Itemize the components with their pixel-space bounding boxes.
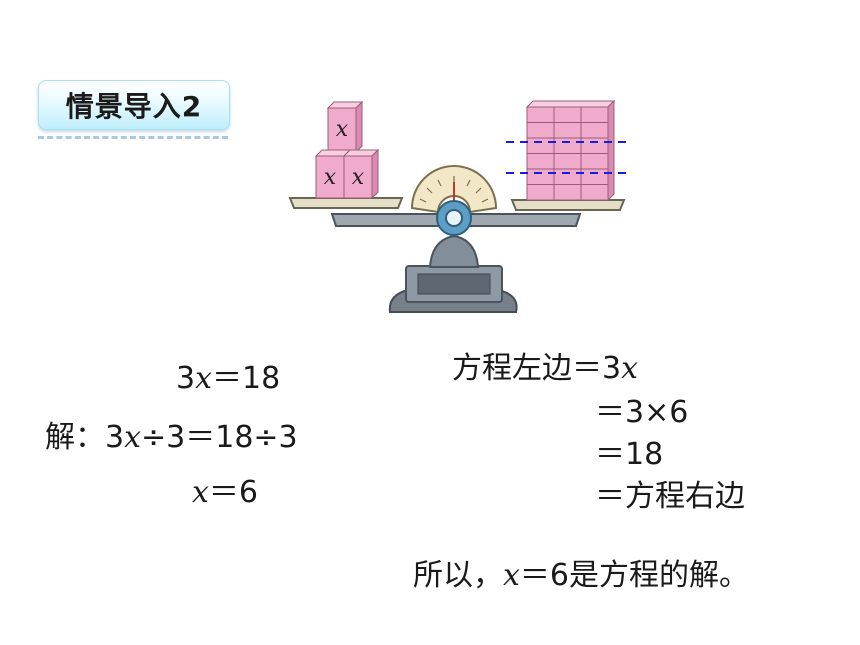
solution-step-1: 解：3x÷3＝18÷3 — [45, 420, 298, 455]
check-line-1: 方程左边＝3x — [452, 351, 639, 386]
balance-scale-illustration: x x x — [288, 99, 630, 313]
svg-text:x: x — [324, 165, 337, 190]
unit-cube — [553, 168, 582, 185]
solution-step-2: x＝6 — [192, 475, 259, 510]
equation-line: 3x＝18 — [176, 361, 281, 396]
badge-underline — [38, 136, 228, 139]
x-block: x — [326, 100, 364, 154]
conclusion-line: 所以，x＝6是方程的解。 — [413, 558, 750, 593]
section-badge: 情景导入2 — [38, 80, 230, 130]
unit-cube — [580, 122, 609, 139]
check-line-2: ＝3×6 — [595, 395, 689, 430]
unit-cube — [580, 153, 609, 170]
right-pan — [510, 199, 626, 211]
unit-cube — [553, 137, 582, 154]
unit-cube — [526, 137, 555, 154]
unit-cube — [553, 106, 582, 123]
unit-cube — [580, 137, 609, 154]
svg-text:x: x — [336, 117, 349, 142]
scale-display — [417, 273, 491, 295]
unit-cube — [553, 122, 582, 139]
unit-cube — [553, 153, 582, 170]
unit-cube — [553, 184, 582, 201]
check-line-4: ＝方程右边 — [595, 479, 745, 514]
unit-cube — [580, 168, 609, 185]
x-block: x — [342, 148, 380, 200]
scale-neck — [428, 234, 480, 268]
check-line-3: ＝18 — [595, 437, 664, 472]
svg-text:x: x — [352, 165, 365, 190]
unit-cube — [526, 106, 555, 123]
unit-cube — [526, 184, 555, 201]
unit-cube-stack — [525, 99, 616, 202]
unit-cube — [526, 168, 555, 185]
unit-cube — [580, 184, 609, 201]
x-block: x — [314, 149, 352, 199]
left-pan — [288, 197, 404, 209]
unit-cube — [580, 106, 609, 123]
unit-cube — [526, 153, 555, 170]
unit-cube — [526, 122, 555, 139]
